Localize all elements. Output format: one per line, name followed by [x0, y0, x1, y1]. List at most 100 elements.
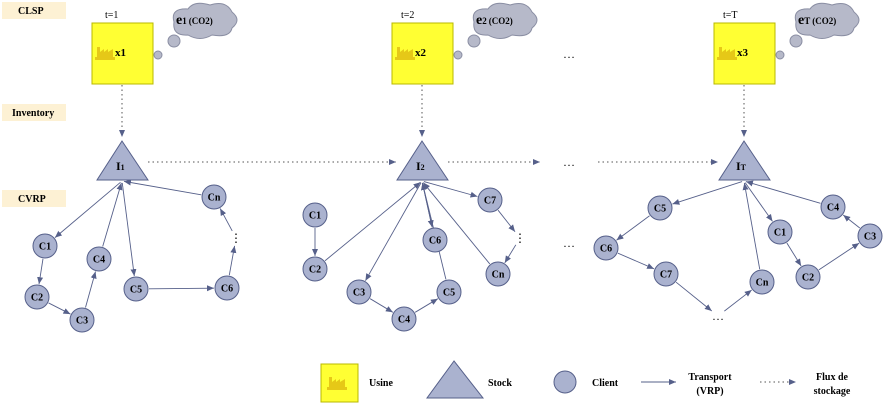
client-node: C4: [820, 194, 846, 220]
clsp-label: CLSP: [18, 6, 44, 17]
legend-stock-icon: [426, 360, 485, 399]
client-node: C3: [69, 307, 95, 333]
transport-edge: [121, 182, 137, 277]
client-label: C1: [39, 242, 51, 253]
transport-edge: [369, 298, 394, 313]
client-label: C6: [600, 244, 612, 255]
client-label: C6: [429, 236, 441, 247]
client-circle: [436, 279, 462, 305]
client-circle: [593, 235, 619, 261]
route-ellipsis: …: [712, 309, 724, 323]
transport-edge: [48, 302, 71, 315]
plant-label: x2: [415, 47, 427, 59]
client-circle: [32, 233, 58, 259]
client-node: Cn: [485, 261, 511, 287]
transport-edge: [842, 214, 861, 229]
client-node: C7: [477, 187, 503, 213]
client-label: Cn: [492, 270, 505, 281]
client-circle: [749, 269, 775, 295]
client-label: C2: [31, 293, 43, 304]
plant-box: [391, 22, 454, 85]
transport-edge: [745, 180, 821, 204]
legend-flux-sublabel: stockage: [814, 386, 851, 397]
transport-edge: [54, 181, 121, 238]
client-circle: [422, 227, 448, 253]
client-node: C5: [123, 276, 149, 302]
client-circle: [485, 261, 511, 287]
client-label: C7: [660, 270, 672, 281]
client-label: C2: [802, 273, 814, 284]
transport-edge: [365, 182, 422, 281]
client-label: Cn: [756, 278, 769, 289]
stock-triangle: [96, 140, 149, 181]
time-label: t=1: [105, 10, 118, 21]
client-node: C5: [647, 195, 673, 221]
client-label: Cn: [208, 193, 221, 204]
client-circle: [391, 306, 417, 332]
inventory-band: [2, 104, 66, 121]
client-circle: [302, 202, 328, 228]
client-node: C7: [653, 261, 679, 287]
period-T: t=T x3 eT(CO2) IT: [713, 2, 860, 181]
flow-ellipsis: …: [563, 155, 575, 169]
client-circle: [653, 261, 679, 287]
legend-client-label: Client: [592, 378, 619, 389]
period-ellipsis: …: [563, 47, 575, 61]
transport-edge: [818, 242, 860, 271]
client-node: C3: [346, 279, 372, 305]
client-label: C2: [309, 265, 321, 276]
transport-edge: [497, 209, 516, 232]
client-node: C6: [422, 227, 448, 253]
emission-cloud: e1(CO2): [153, 2, 238, 60]
client-node: C5: [436, 279, 462, 305]
client-node: Cn: [201, 184, 227, 210]
client-label: C6: [221, 284, 233, 295]
transport-edge: [786, 242, 802, 267]
client-label: C4: [93, 255, 105, 266]
client-label: C3: [864, 232, 876, 243]
client-circle: [69, 307, 95, 333]
client-label: C4: [827, 203, 839, 214]
stock-label: I2: [416, 159, 425, 173]
emission-symbol: e2(CO2): [476, 13, 513, 28]
client-label: C5: [443, 288, 455, 299]
cvrp-label: CVRP: [18, 194, 46, 205]
inventory-storage-flows: …: [148, 155, 718, 169]
transport-edge: [421, 182, 433, 228]
stock-triangle: [718, 140, 771, 181]
period-2: t=2 x2 e2(CO2) I2: [391, 2, 538, 181]
client-circle: [767, 219, 793, 245]
plant-label: x1: [115, 47, 126, 59]
client-circle: [86, 246, 112, 272]
transport-edge: [219, 208, 233, 232]
transport-edge: [37, 258, 44, 285]
stock-label: I1: [116, 159, 125, 173]
client-label: C1: [309, 211, 321, 222]
client-node: C6: [214, 275, 240, 301]
transport-edge: [617, 252, 655, 270]
client-node: C1: [302, 202, 328, 228]
route-ellipsis: …: [563, 236, 575, 250]
transport-edge: [724, 289, 752, 312]
period-1: t=1 x1 e1(CO2) I1: [91, 2, 238, 181]
client-label: C4: [398, 315, 410, 326]
client-node: C2: [24, 284, 50, 310]
client-circle: [302, 256, 328, 282]
client-circle: [214, 275, 240, 301]
client-node: Cn: [749, 269, 775, 295]
transport-edge: [744, 182, 773, 222]
transport-edge: [675, 281, 713, 312]
transport-edge: [504, 244, 517, 264]
client-circle: [201, 184, 227, 210]
client-node: C4: [391, 306, 417, 332]
client-node: C6: [593, 235, 619, 261]
client-circle: [795, 264, 821, 290]
client-label: C1: [774, 228, 786, 239]
transport-edge: [228, 245, 237, 276]
transport-edge: [616, 215, 650, 241]
route-ellipses: ⋮⋮…: [230, 231, 724, 323]
client-label: C5: [130, 285, 142, 296]
legend-client-icon: [553, 370, 577, 394]
client-node: C4: [86, 246, 112, 272]
